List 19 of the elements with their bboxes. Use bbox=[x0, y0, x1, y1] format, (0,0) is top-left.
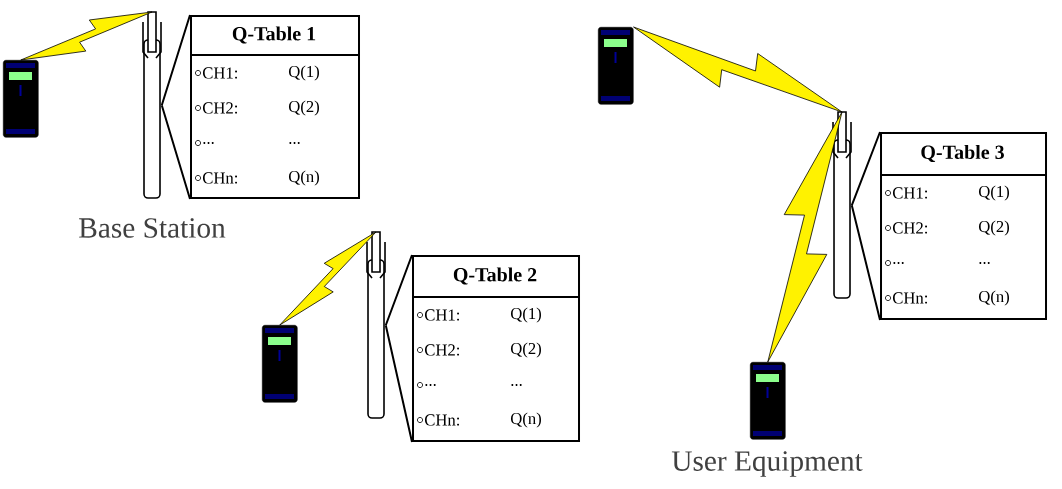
lightning-bolt bbox=[633, 26, 843, 113]
node-label: Base Station bbox=[79, 218, 226, 238]
q-table: Q-Table 3 CH1: Q(1) CH2: Q(2) ... ... CHn: Q(n) bbox=[879, 132, 1047, 320]
antenna-tower bbox=[142, 11, 162, 199]
callout-wedge bbox=[384, 254, 413, 443]
q-table: Q-Table 2 CH1: Q(1) CH2: Q(2) ... ... CHn: Q(n) bbox=[411, 255, 580, 442]
q-table: Q-Table 1 CH1: Q(1) CH2: Q(2) ... ... CHn: Q(n) bbox=[189, 15, 360, 199]
lightning-bolt bbox=[767, 111, 843, 363]
callout-wedge bbox=[850, 131, 881, 321]
mobile-phone bbox=[750, 362, 786, 440]
mobile-phone bbox=[262, 325, 298, 403]
node-label: User Equipment bbox=[671, 451, 863, 477]
mobile-phone bbox=[598, 27, 634, 105]
antenna-tower bbox=[832, 111, 852, 299]
lightning-bolt bbox=[279, 231, 377, 326]
callout-wedge bbox=[160, 14, 191, 200]
mobile-phone bbox=[3, 60, 39, 138]
lightning-bolt bbox=[20, 11, 153, 61]
antenna-tower bbox=[366, 231, 386, 419]
